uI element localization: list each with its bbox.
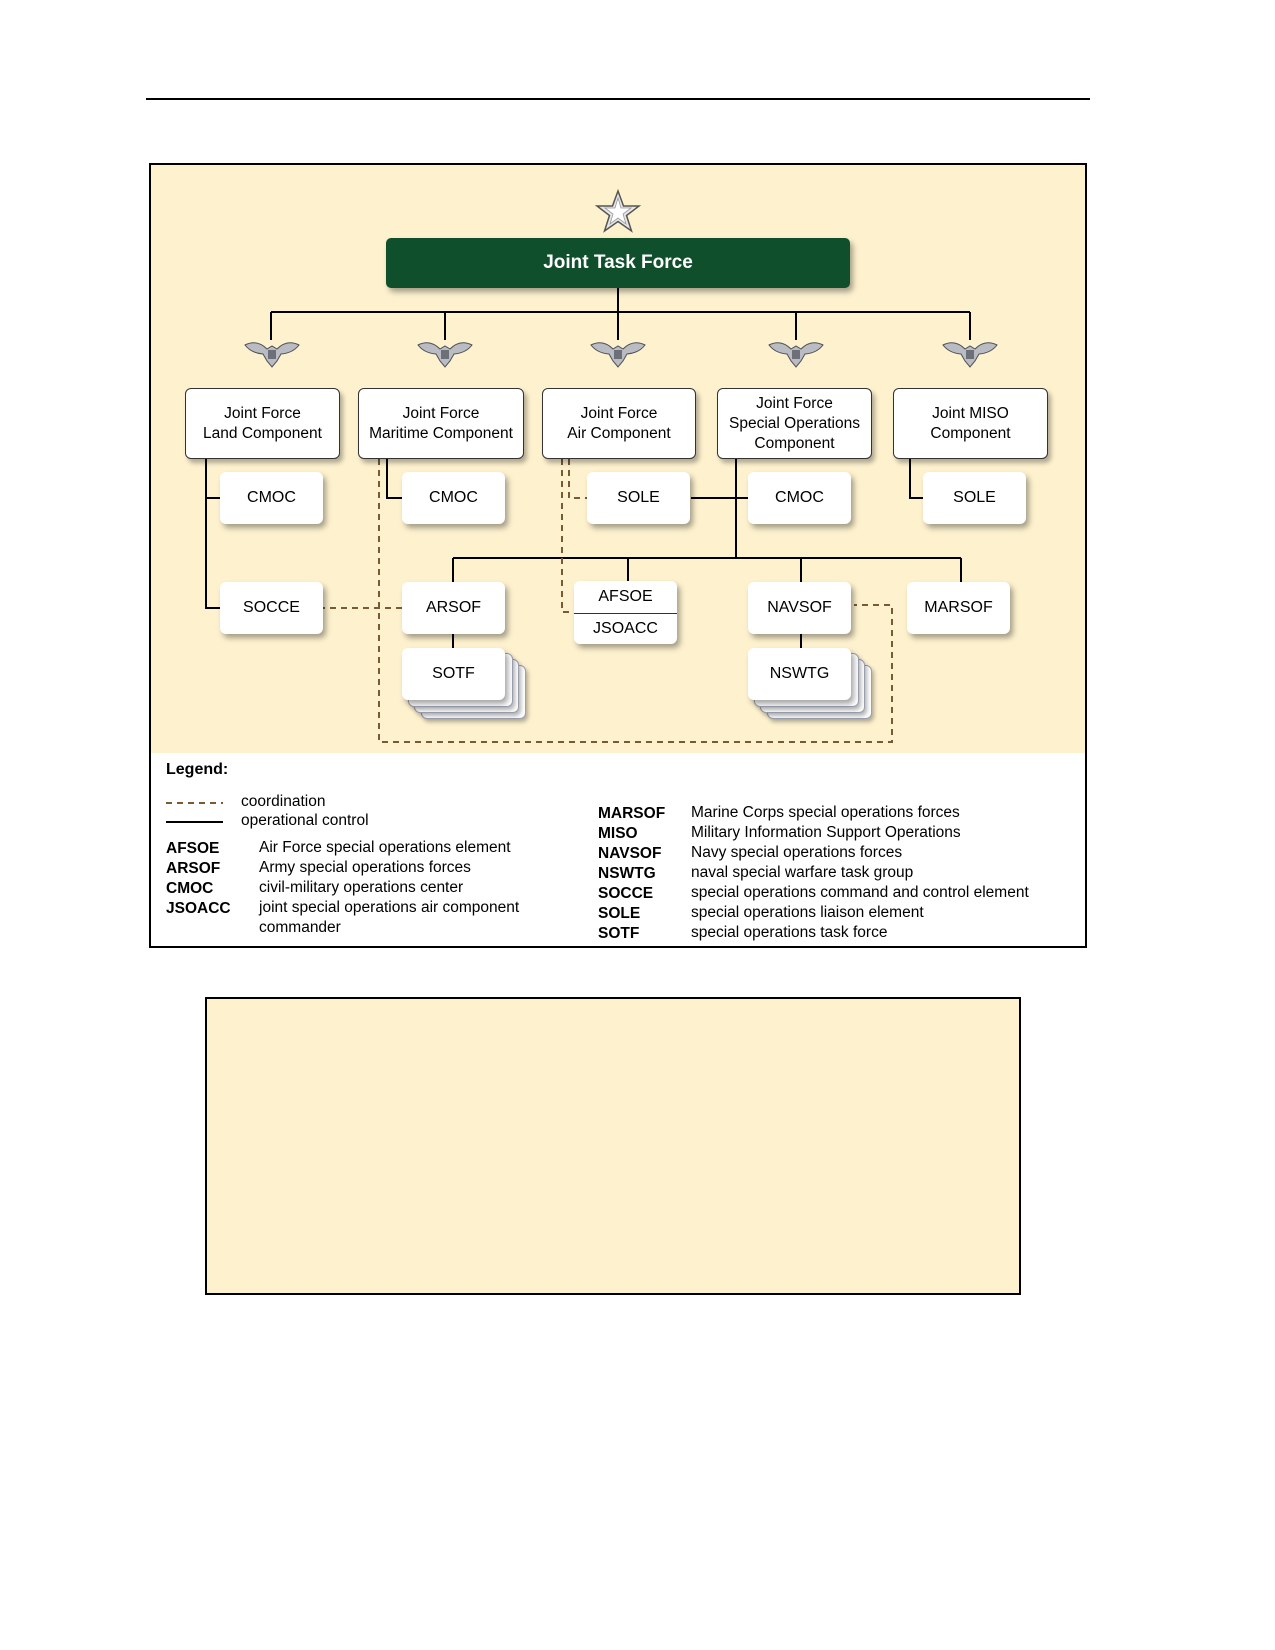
land-cmoc-node: CMOC	[220, 472, 323, 524]
legend-title: Legend:	[166, 761, 229, 778]
legend-abbr: SOCCE	[598, 885, 654, 902]
sof-component-node: Joint Force Special Operations Component	[717, 388, 872, 459]
legend-operational-control-label: operational control	[241, 812, 369, 829]
legend-definition: Marine Corps special operations forces	[691, 804, 960, 821]
eagle-insignia-icon	[768, 342, 824, 368]
legend-definition: Air Force special operations element	[259, 839, 511, 856]
legend-abbr: NSWTG	[598, 865, 656, 882]
sotf-node: SOTF	[402, 648, 505, 700]
eagle-insignia-icon	[417, 342, 473, 368]
afsoe-label: AFSOE	[574, 581, 677, 614]
org-chart-figure: Joint Task Force Joint Force Land Compon…	[149, 163, 1087, 948]
air-sole-node: SOLE	[587, 472, 690, 524]
legend-definition: Military Information Support Operations	[691, 824, 961, 841]
afsoe-jsoacc-node: AFSOE JSOACC	[574, 581, 677, 644]
legend-definition: civil-military operations center	[259, 879, 464, 896]
eagle-insignia-icon	[942, 342, 998, 368]
legend-definition: naval special warfare task group	[691, 864, 914, 881]
arsof-node: ARSOF	[402, 582, 505, 634]
legend-abbr: SOTF	[598, 925, 640, 942]
legend-abbr: CMOC	[166, 880, 214, 897]
nswtg-node: NSWTG	[748, 648, 851, 700]
legend-abbr: MARSOF	[598, 805, 666, 822]
legend-definition: special operations task force	[691, 924, 888, 941]
sof-cmoc-node: CMOC	[748, 472, 851, 524]
legend-definition: special operations liaison element	[691, 904, 924, 921]
legend-definition: Navy special operations forces	[691, 844, 903, 861]
legend-definition: Army special operations forces	[259, 859, 471, 876]
eagle-insignia-icon	[590, 342, 646, 368]
jsoacc-label: JSOACC	[593, 620, 658, 638]
legend-coordination-label: coordination	[241, 793, 326, 810]
legend-abbr: MISO	[598, 825, 638, 842]
legend-abbr: SOLE	[598, 905, 641, 922]
legend-abbr: NAVSOF	[598, 845, 662, 862]
blank-note-box	[205, 997, 1021, 1295]
legend-abbr: AFSOE	[166, 840, 220, 857]
land-component-node: Joint Force Land Component	[185, 388, 340, 459]
navsof-node: NAVSOF	[748, 582, 851, 634]
legend-abbr: ARSOF	[166, 860, 221, 877]
eagle-insignia-icon	[244, 342, 300, 368]
star-icon	[594, 189, 642, 233]
maritime-cmoc-node: CMOC	[402, 472, 505, 524]
marsof-node: MARSOF	[907, 582, 1010, 634]
joint-task-force-node: Joint Task Force	[386, 238, 850, 288]
socce-node: SOCCE	[220, 582, 323, 634]
header-rule	[146, 98, 1090, 100]
maritime-component-node: Joint Force Maritime Component	[358, 388, 524, 459]
legend-abbr: JSOACC	[166, 900, 231, 917]
connector-lines	[166, 288, 971, 823]
air-component-node: Joint Force Air Component	[542, 388, 696, 459]
miso-component-node: Joint MISO Component	[893, 388, 1048, 459]
legend-definition: joint special operations air component c…	[259, 899, 520, 936]
miso-sole-node: SOLE	[923, 472, 1026, 524]
legend-definition: special operations command and control e…	[691, 884, 1029, 901]
